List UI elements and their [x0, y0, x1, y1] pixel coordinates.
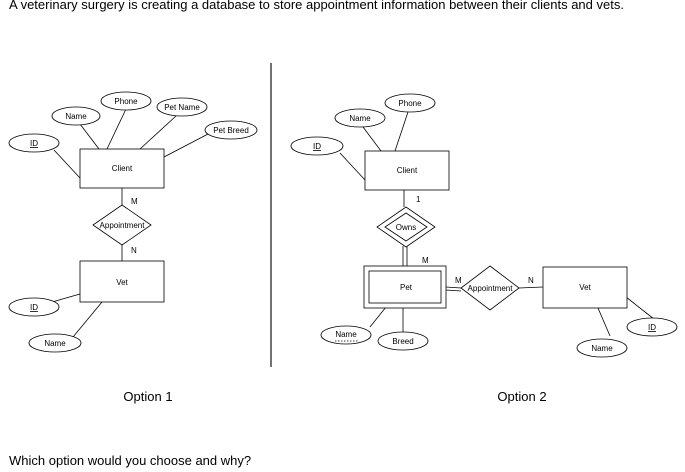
attr-vet-id-1 — [8, 297, 60, 317]
cardinality-client-side-1: M — [131, 197, 138, 206]
connector — [51, 293, 81, 303]
attr-client-phone-2 — [384, 93, 436, 113]
attr-client-id-1-label: ID — [30, 139, 38, 148]
option-1-diagram: Client Vet Appointment M N ID Name Phone… — [8, 91, 258, 404]
connector — [79, 123, 100, 150]
attr-vet-id-1-label: ID — [30, 303, 38, 312]
attr-pet-name-1-label: Pet Name — [164, 103, 200, 112]
attr-pet-breed-1-label: Pet Breed — [213, 126, 249, 135]
connector-double — [445, 289, 462, 292]
entity-client-1 — [79, 148, 165, 189]
cardinality-owns-pet: M — [422, 256, 429, 265]
connector — [362, 126, 382, 152]
relationship-appointment-2 — [460, 265, 520, 311]
attr-client-name-1-label: Name — [65, 112, 87, 121]
connector — [53, 149, 81, 179]
attr-client-phone-1 — [100, 91, 152, 111]
connector — [163, 132, 211, 158]
attr-client-id-1 — [8, 133, 60, 153]
attr-pet-breed-2 — [377, 331, 429, 351]
attr-vet-id-2 — [626, 317, 678, 337]
entity-vet-2-label: Vet — [579, 283, 591, 292]
entity-client-1-label: Client — [112, 164, 133, 173]
connector — [625, 296, 655, 320]
entity-client-2-label: Client — [397, 166, 418, 175]
attr-client-name-1 — [51, 106, 101, 126]
attr-vet-name-2-label: Name — [591, 344, 613, 353]
connector — [369, 306, 387, 328]
attr-pet-breed-2-label: Breed — [392, 337, 413, 346]
question-text: A veterinary surgery is creating a datab… — [9, 0, 624, 12]
option-2-diagram: Client Pet Vet Owns Appointment 1 M M N … — [290, 93, 678, 404]
connector — [139, 115, 177, 150]
attr-client-name-2 — [334, 108, 386, 128]
attr-pet-name-1 — [156, 97, 208, 117]
attr-client-phone-2-label: Phone — [398, 99, 422, 108]
relationship-owns-2-label: Owns — [396, 223, 416, 232]
entity-vet-1-label: Vet — [116, 278, 128, 287]
connector — [339, 152, 366, 181]
attr-vet-name-2 — [576, 338, 628, 358]
entity-client-2 — [364, 150, 450, 191]
relationship-appointment-1 — [92, 204, 152, 246]
connector — [72, 301, 103, 338]
cardinality-appt-pet: M — [455, 276, 462, 285]
connector — [597, 307, 611, 337]
cardinality-vet-side-1: N — [131, 246, 137, 255]
relationship-owns-2-inner — [384, 212, 428, 242]
prompt-text: Which option would you choose and why? — [9, 453, 252, 468]
connector-double — [445, 286, 462, 289]
connector — [106, 108, 127, 150]
entity-pet-2-inner — [368, 270, 442, 304]
attr-pet-name-2 — [320, 325, 372, 345]
attr-client-id-2-label: ID — [313, 142, 321, 151]
relationship-appointment-1-label: Appointment — [100, 221, 146, 230]
attr-client-id-2 — [290, 136, 344, 156]
connector — [518, 286, 544, 289]
connector — [394, 111, 409, 152]
attr-client-name-2-label: Name — [349, 114, 371, 123]
option-2-caption: Option 2 — [497, 389, 546, 404]
attr-vet-id-2-label: ID — [648, 323, 656, 332]
relationship-appointment-2-label: Appointment — [468, 284, 514, 293]
attr-client-phone-1-label: Phone — [114, 97, 138, 106]
attr-pet-name-2-label: Name — [335, 330, 357, 339]
entity-vet-2 — [542, 266, 628, 309]
cardinality-owns-client: 1 — [416, 195, 421, 204]
attr-vet-name-1 — [28, 333, 82, 353]
attr-pet-breed-1 — [204, 120, 258, 140]
cardinality-appt-vet: N — [528, 276, 534, 285]
attr-vet-name-1-label: Name — [44, 339, 66, 348]
entity-vet-1 — [79, 260, 165, 303]
option-1-caption: Option 1 — [123, 389, 172, 404]
entity-pet-2-label: Pet — [400, 283, 413, 292]
